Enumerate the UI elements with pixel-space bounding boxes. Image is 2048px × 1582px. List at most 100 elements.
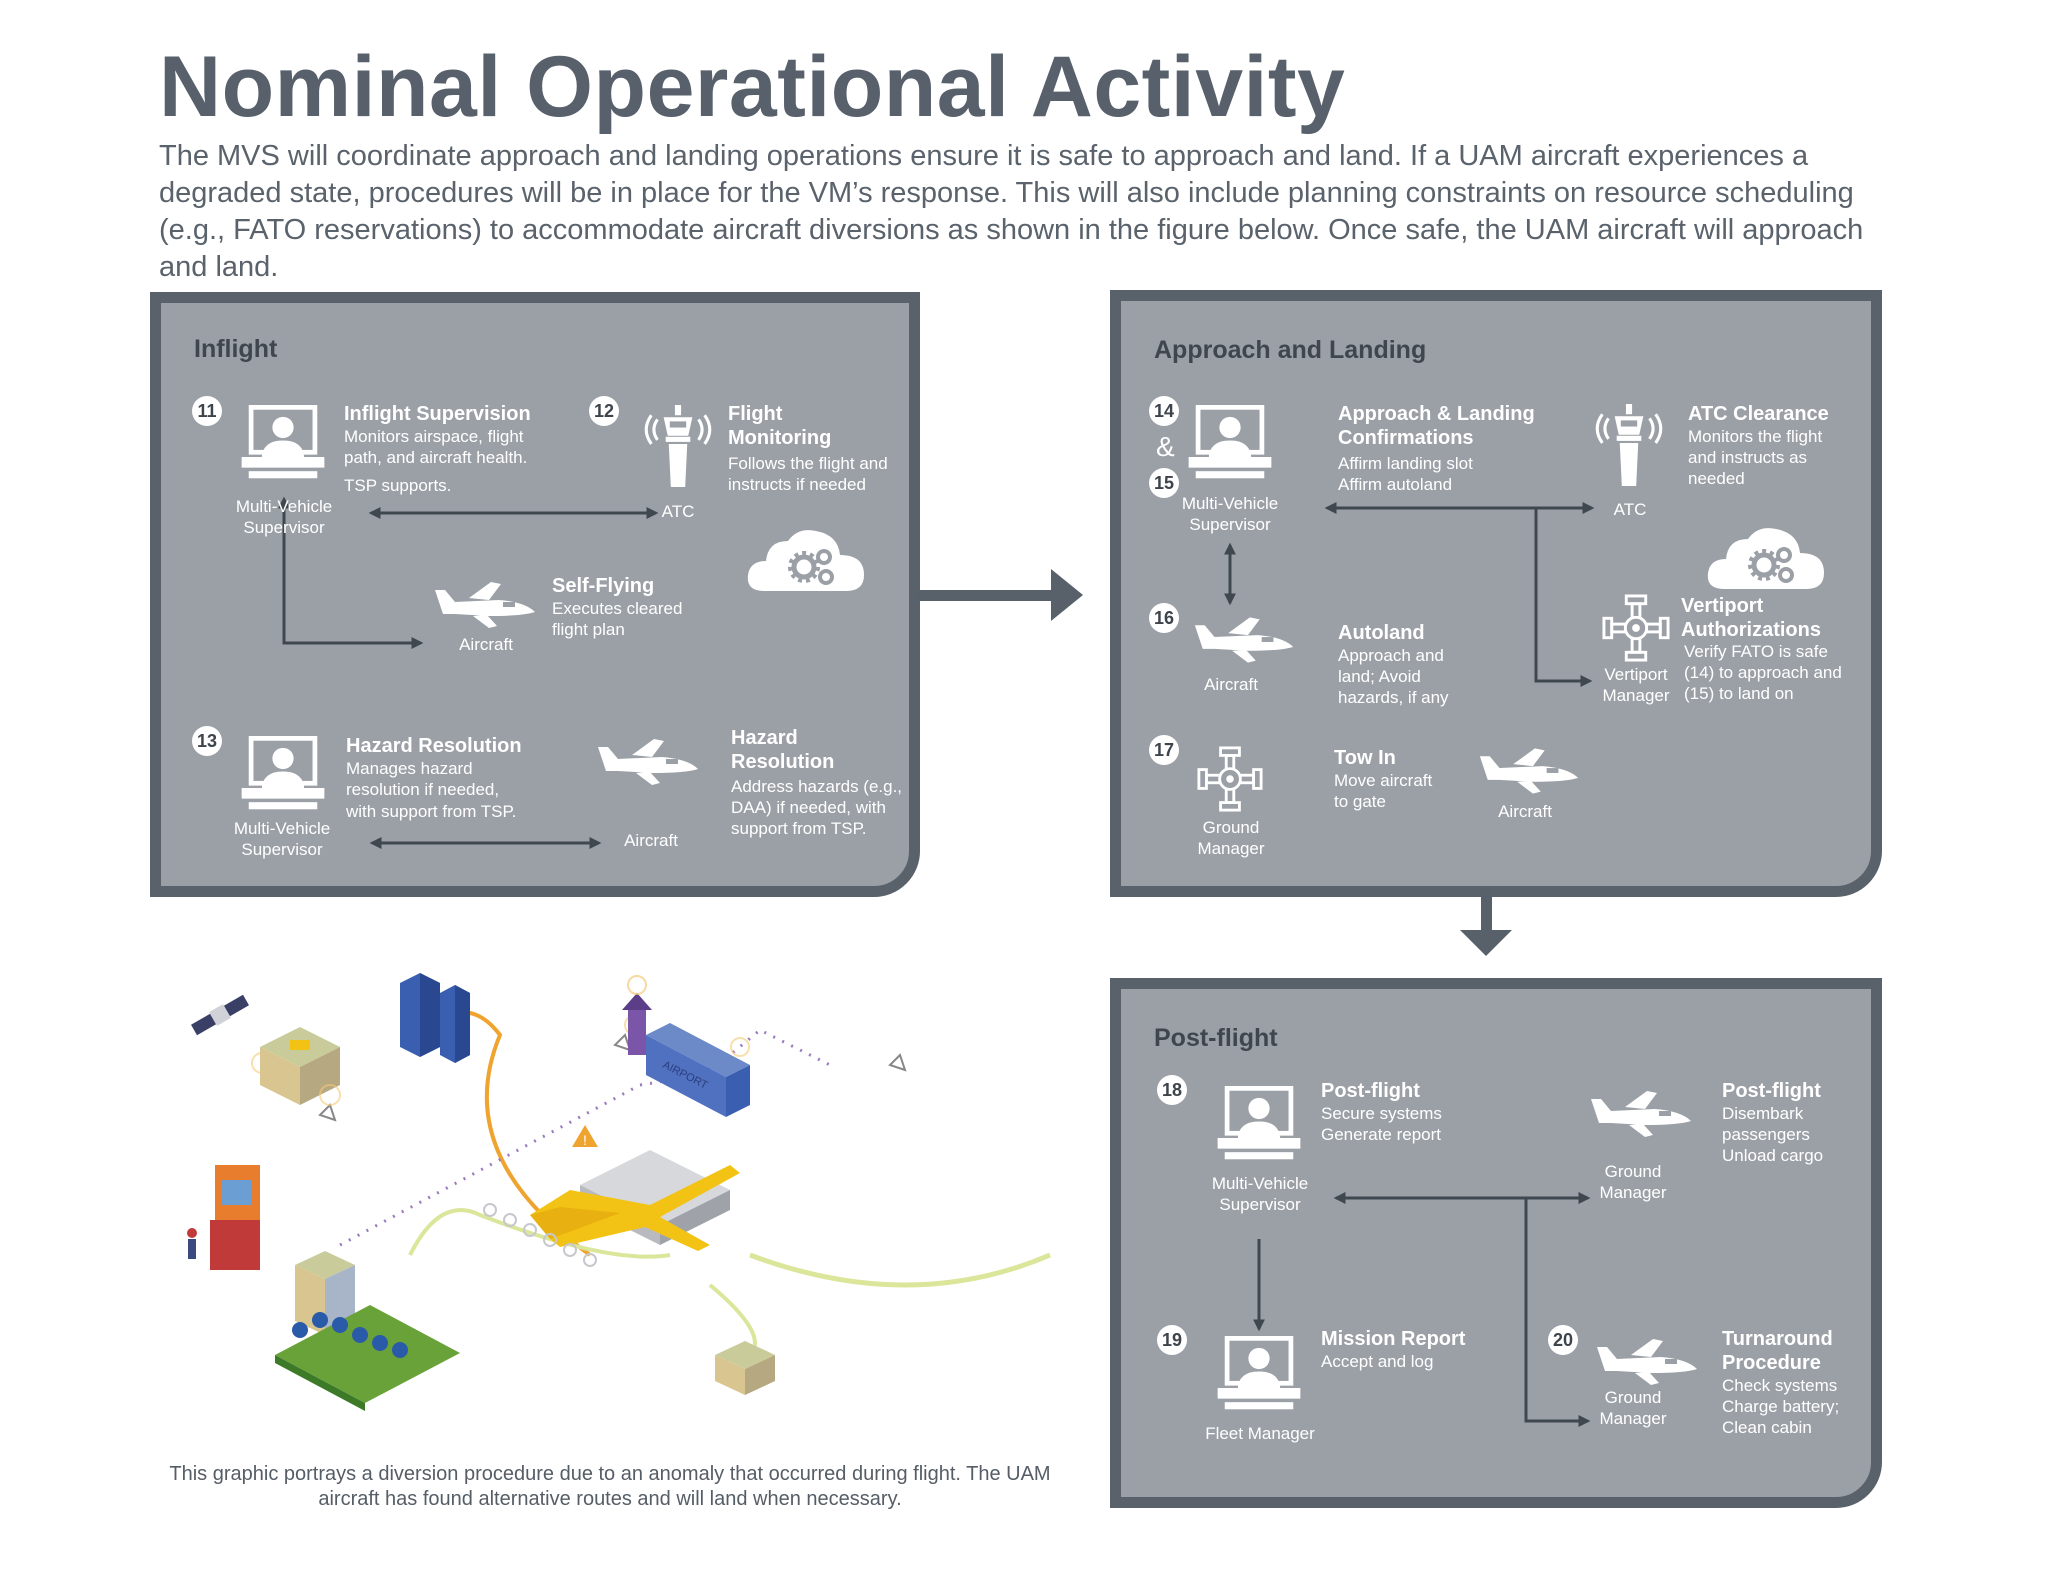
- step-heading: Autoland: [1338, 622, 1425, 644]
- step-17-badge: 17: [1149, 735, 1179, 765]
- step-description: Executes cleared flight plan: [552, 599, 683, 639]
- rotor-markers: [483, 1203, 597, 1267]
- step-description-2: with support from TSP.: [346, 802, 517, 821]
- flow-arrow-down: [1460, 890, 1512, 956]
- data-center-icon: [400, 973, 470, 1063]
- step-description: Disembark passengers: [1722, 1104, 1810, 1144]
- step-description-2: Affirm autoland: [1338, 475, 1453, 494]
- step-description: Move aircraft to gate: [1334, 771, 1433, 811]
- warning-icon: !: [572, 1125, 598, 1148]
- figure-caption: This graphic portrays a diversion proced…: [169, 1463, 1051, 1510]
- approach-landing-panel: Approach and Landing 14 & 15 Multi-Vehic…: [1110, 290, 1882, 897]
- step-description: Monitors airspace, flight path, and airc…: [344, 427, 528, 467]
- step-13-badge: 13: [192, 726, 222, 756]
- vertiport-icon: [1602, 594, 1670, 662]
- role-label: Multi-Vehicle Supervisor: [233, 819, 331, 859]
- role-label: ATC: [661, 502, 695, 521]
- step-ampersand: &: [1156, 431, 1175, 462]
- inflight-panel: Inflight 11 Multi-Vehicle Supervisor Inf…: [150, 292, 920, 897]
- role-label: Multi-Vehicle Supervisor: [235, 497, 333, 537]
- approach-panel-title: Approach and Landing: [1154, 336, 1427, 364]
- step-description-2: TSP supports.: [344, 476, 452, 495]
- ground-station-icon: [187, 1165, 260, 1270]
- role-label: Ground Manager: [1599, 1162, 1667, 1202]
- role-label: ATC: [1613, 500, 1647, 519]
- airport-terminal-icon: AIRPORT: [622, 993, 750, 1117]
- step-heading: Flight Monitoring: [728, 403, 832, 449]
- aircraft-icon: [429, 582, 539, 628]
- fleet-manager-icon: [1217, 1336, 1301, 1414]
- step-heading: Hazard Resolution: [731, 727, 835, 773]
- role-label: Aircraft: [624, 831, 678, 850]
- step-heading: Inflight Supervision: [344, 403, 531, 425]
- step-heading: Self-Flying: [552, 575, 655, 597]
- aircraft-icon: [1474, 748, 1582, 794]
- green-route-path: [749, 1252, 1051, 1288]
- cloud-services-icon: [745, 525, 867, 595]
- role-label: Multi-Vehicle Supervisor: [1181, 494, 1279, 534]
- post-flight-panel-title: Post-flight: [1154, 1024, 1278, 1052]
- step-heading: Tow In: [1334, 747, 1396, 769]
- uam-aircraft-icon: [530, 1165, 740, 1251]
- role-label: Aircraft: [1204, 675, 1258, 694]
- page-title: Nominal Operational Activity: [159, 39, 1346, 135]
- step-heading: Post-flight: [1722, 1080, 1821, 1102]
- step-description-2: Unload cargo: [1722, 1146, 1824, 1165]
- ground-manager-icon: [1197, 746, 1263, 812]
- step-description: Monitors the flight and instructs as nee…: [1688, 427, 1823, 488]
- step-19-badge: 19: [1157, 1325, 1187, 1355]
- supervisor-icon: [241, 736, 325, 814]
- atc-tower-icon: [1588, 404, 1670, 486]
- step-heading: Post-flight: [1321, 1080, 1420, 1102]
- step-heading: ATC Clearance: [1688, 403, 1829, 425]
- step-11-badge: 11: [192, 396, 222, 426]
- green-route-path-2: [408, 1208, 671, 1259]
- step-heading: Approach & Landing Confirmations: [1338, 403, 1535, 449]
- supervisor-icon: [241, 405, 325, 483]
- role-label: Fleet Manager: [1205, 1424, 1315, 1443]
- antenna-icon: [318, 1033, 907, 1122]
- step-14-badge: 14: [1149, 396, 1179, 426]
- step-description: Check systems: [1722, 1376, 1838, 1395]
- step-heading: Mission Report: [1321, 1328, 1466, 1350]
- step-description: Manages hazard resolution if needed,: [346, 759, 500, 799]
- supervisor-icon: [1217, 1086, 1301, 1164]
- aircraft-icon: [591, 739, 703, 785]
- post-flight-connectors: [1253, 1192, 1591, 1427]
- role-label: Multi-Vehicle Supervisor: [1211, 1174, 1309, 1214]
- flow-arrow-right: [915, 569, 1083, 621]
- step-heading: Hazard Resolution: [346, 735, 522, 757]
- aircraft-icon: [1591, 1339, 1701, 1385]
- step-description: Address hazards (e.g., DAA) if needed, w…: [731, 777, 903, 838]
- step-description: Affirm landing slot: [1338, 454, 1473, 473]
- step-description: Approach and land; Avoid hazards, if any: [1338, 646, 1449, 707]
- step-16-badge: 16: [1149, 603, 1179, 633]
- step-18-badge: 18: [1157, 1075, 1187, 1105]
- building-icon-2: [715, 1341, 775, 1395]
- step-20-badge: 20: [1548, 1325, 1578, 1355]
- aircraft-icon: [1189, 617, 1297, 663]
- step-description: Secure systems: [1321, 1104, 1442, 1123]
- role-label: Vertiport Manager: [1602, 665, 1670, 705]
- role-label: Aircraft: [459, 635, 513, 654]
- role-label: Ground Manager: [1197, 818, 1265, 858]
- step-description: Follows the flight and instructs if need…: [728, 454, 888, 494]
- intro-paragraph: The MVS will coordinate approach and lan…: [159, 140, 1864, 283]
- atc-tower-icon: [637, 405, 719, 487]
- supervisor-icon: [1188, 405, 1272, 483]
- post-flight-panel: Post-flight 18 Multi-Vehicle Supervisor …: [1110, 978, 1882, 1508]
- approach-connectors: [1224, 502, 1595, 687]
- step-description-2: Charge battery; Clean cabin: [1722, 1397, 1840, 1437]
- inflight-connectors: [278, 496, 659, 849]
- step-12-badge: 12: [589, 396, 619, 426]
- vertiport-building-icon: [260, 1027, 340, 1105]
- step-description-2: Generate report: [1321, 1125, 1442, 1144]
- step-heading: Turnaround Procedure: [1722, 1328, 1833, 1374]
- role-label: Aircraft: [1498, 802, 1552, 821]
- satellite-icon: [191, 994, 249, 1036]
- step-heading: Vertiport Authorizations: [1681, 595, 1821, 641]
- step-15-badge: 15: [1149, 468, 1179, 498]
- inflight-panel-title: Inflight: [194, 335, 278, 363]
- diversion-illustration: ! AIRPORT: [187, 973, 1051, 1411]
- cloud-services-icon: [1705, 523, 1827, 593]
